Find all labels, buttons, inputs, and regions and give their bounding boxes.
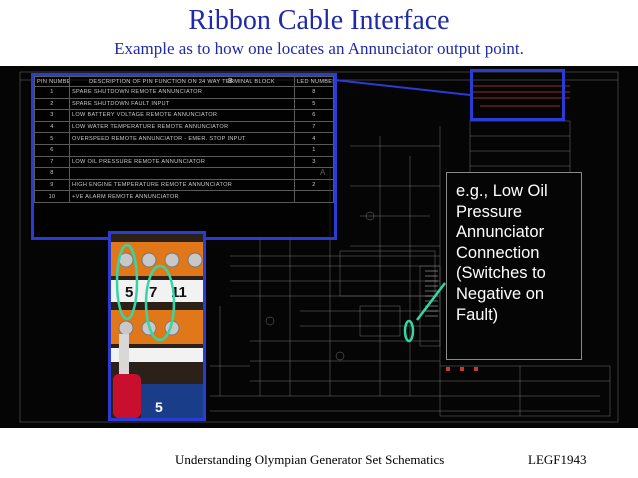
pin-description-cell: OVERSPEED REMOTE ANNUNCIATOR - EMER. STO… <box>69 132 295 145</box>
terminal-bottom-label: 5 <box>155 399 163 415</box>
led-number-cell <box>294 190 334 203</box>
pin-function-table: B PIN NUMBER DESCRIPTION OF PIN FUNCTION… <box>31 73 337 240</box>
pin-number-cell: 3 <box>34 109 70 122</box>
led-number-cell: 8 <box>294 86 334 99</box>
terminal-number-1: 5 <box>125 284 133 301</box>
terminal-block-illustration: 5 7 11 5 <box>111 234 203 418</box>
pin-description-cell <box>69 143 295 157</box>
led-number-cell: 1 <box>294 143 334 157</box>
terminal-block-photo: 5 7 11 5 <box>108 231 206 421</box>
callout-box: e.g., Low Oil Pressure Annunciator Conne… <box>446 172 582 360</box>
header-pin-number: PIN NUMBER <box>34 76 70 87</box>
pin-description-cell: SPARE SHUTDOWN REMOTE ANNUNCIATOR <box>69 86 295 99</box>
pin-number-cell: 5 <box>34 132 70 145</box>
schematic-linework: A <box>19 71 619 423</box>
table-header-row: PIN NUMBER DESCRIPTION OF PIN FUNCTION O… <box>34 76 334 87</box>
pin-number-cell: 9 <box>34 178 70 192</box>
table-row: 8 <box>34 167 334 180</box>
table-grid-ref: B <box>228 78 233 85</box>
reference-highlight-box <box>470 69 565 121</box>
led-number-cell: 2 <box>294 178 334 192</box>
pin-number-cell: 4 <box>34 120 70 134</box>
pin-number-cell: 6 <box>34 143 70 157</box>
slide-title: Ribbon Cable Interface <box>188 5 450 36</box>
led-number-cell: 6 <box>294 109 334 122</box>
footer-course-title: Understanding Olympian Generator Set Sch… <box>175 452 445 467</box>
pin-number-cell: 7 <box>34 155 70 169</box>
pin-description-cell: LOW WATER TEMPERATURE REMOTE ANNUNCIATOR <box>69 120 295 134</box>
header-led-number: LED NUMBER <box>294 76 334 87</box>
pin-number-cell: 2 <box>34 97 70 111</box>
led-number-cell: 7 <box>294 120 334 134</box>
terminal-number-3: 11 <box>171 284 187 301</box>
led-number-cell: 3 <box>294 155 334 169</box>
led-number-cell: 5 <box>294 97 334 111</box>
header-description: DESCRIPTION OF PIN FUNCTION ON 24 WAY TE… <box>69 76 295 87</box>
pin-number-cell: 10 <box>34 190 70 203</box>
slide-subtitle: Example as to how one locates an Annunci… <box>114 39 524 58</box>
pin-description-cell: LOW OIL PRESSURE REMOTE ANNUNCIATOR <box>69 155 295 169</box>
footer-code: LEGF1943 <box>528 452 587 467</box>
pin-table-grid: PIN NUMBER DESCRIPTION OF PIN FUNCTION O… <box>34 76 334 203</box>
pin-number-cell: 1 <box>34 86 70 99</box>
pin-description-cell: HIGH ENGINE TEMPERATURE REMOTE ANNUNCIAT… <box>69 178 295 192</box>
pin-description-cell <box>69 167 295 180</box>
table-row: 10+VE ALARM REMOTE ANNUNCIATOR <box>34 190 334 203</box>
pin-description-cell: +VE ALARM REMOTE ANNUNCIATOR <box>69 190 295 203</box>
led-number-cell <box>294 167 334 180</box>
pin-description-cell: LOW BATTERY VOLTAGE REMOTE ANNUNCIATOR <box>69 109 295 122</box>
pin-number-cell: 8 <box>34 167 70 180</box>
callout-text: e.g., Low Oil Pressure Annunciator Conne… <box>456 182 548 324</box>
pin-description-cell: SPARE SHUTDOWN FAULT INPUT <box>69 97 295 111</box>
terminal-number-2: 7 <box>149 284 157 301</box>
led-number-cell: 4 <box>294 132 334 145</box>
